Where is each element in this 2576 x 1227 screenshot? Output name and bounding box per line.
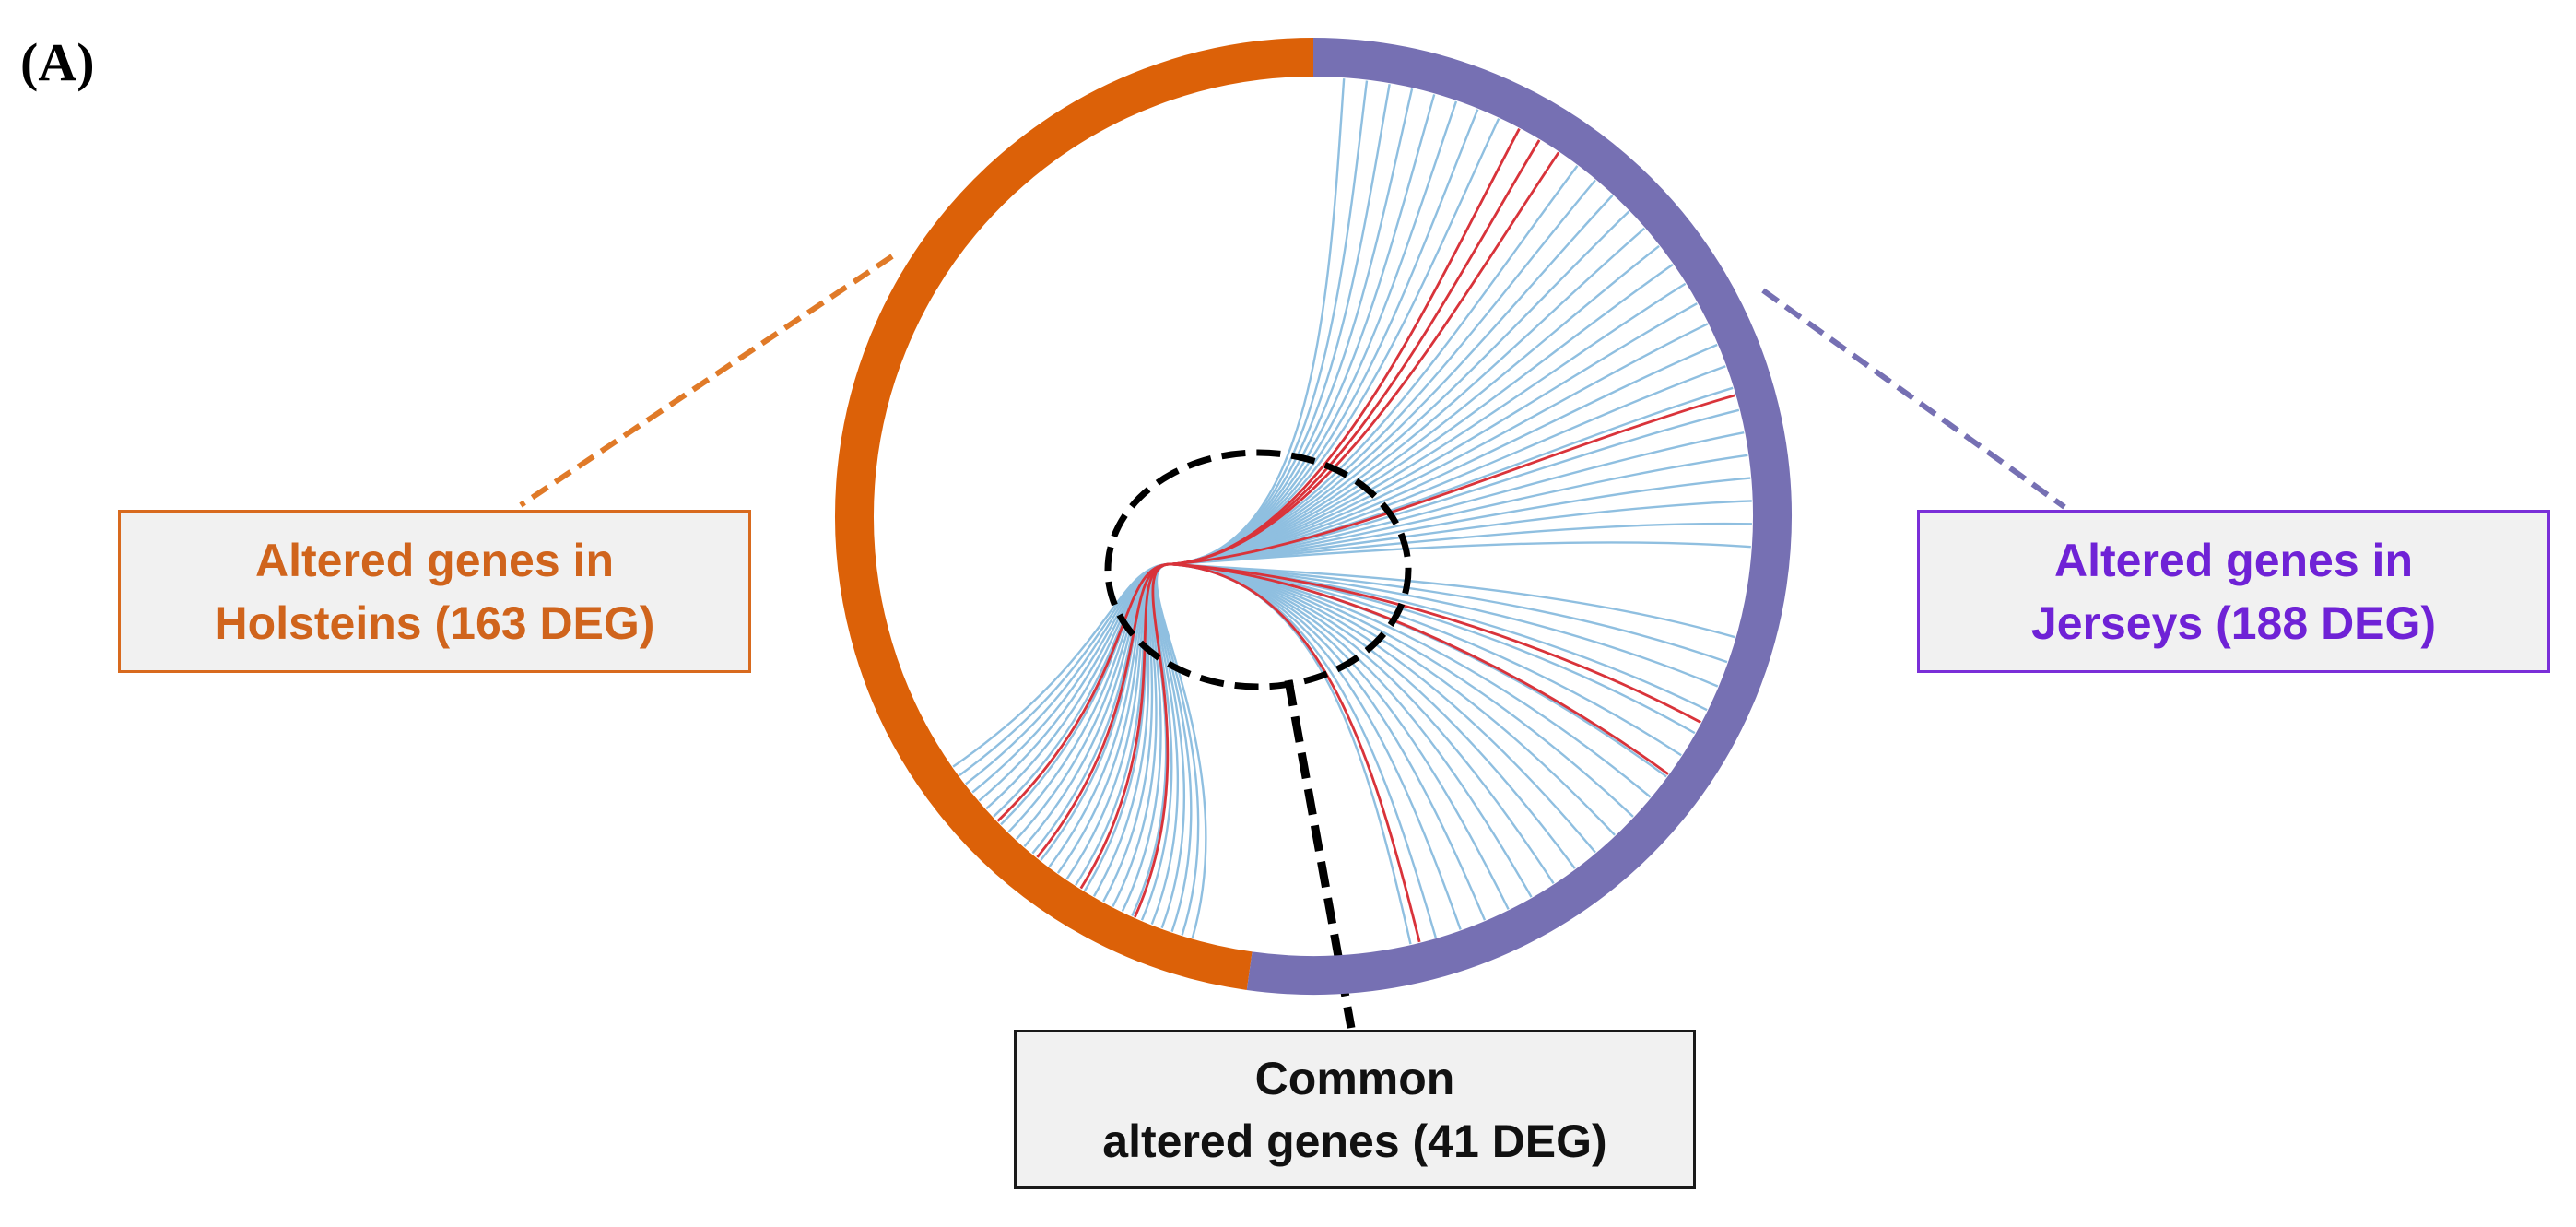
- common-label-line1: Common: [1254, 1052, 1455, 1104]
- unique-link-78: [952, 562, 1171, 768]
- unique-link-36: [1170, 562, 1682, 757]
- common-label-box: Common altered genes (41 DEG): [1014, 1030, 1696, 1189]
- unique-link-53: [1153, 562, 1185, 929]
- holstein-connector-line: [519, 254, 894, 508]
- panel-label: (A): [20, 32, 95, 92]
- jersey-label-line1: Altered genes in: [2054, 534, 2413, 586]
- holstein-label-line2: Holsteins (163 DEG): [214, 596, 655, 649]
- holstein-label-line1: Altered genes in: [255, 534, 614, 586]
- common-link-83: [1170, 562, 1701, 724]
- unique-link-1: [1170, 80, 1369, 566]
- link-lines: [952, 78, 1752, 945]
- holstein-arc: [835, 38, 1314, 990]
- common-link-89: [996, 562, 1171, 822]
- jersey-label-box: Altered genes in Jerseys (188 DEG): [1917, 510, 2550, 673]
- unique-link-40: [1170, 562, 1616, 836]
- jersey-arc: [1246, 38, 1793, 995]
- holstein-label-box: Altered genes in Holsteins (163 DEG): [118, 510, 751, 673]
- common-link-86: [1134, 562, 1171, 918]
- common-link-82: [1170, 394, 1735, 566]
- common-genes-ellipse: [1104, 449, 1412, 690]
- unique-link-30: [1170, 541, 1751, 566]
- common-link-85: [1170, 562, 1421, 943]
- unique-link-0: [1170, 78, 1346, 566]
- unique-link-17: [1170, 263, 1674, 566]
- jersey-label-line2: Jerseys (188 DEG): [2030, 596, 2437, 649]
- unique-link-15: [1170, 227, 1646, 566]
- common-link-81: [1170, 151, 1560, 566]
- common-connector-line: [1284, 679, 1356, 1029]
- common-link-84: [1170, 562, 1669, 775]
- common-link-88: [1036, 562, 1171, 858]
- jersey-connector-line: [1761, 288, 2066, 510]
- common-link-87: [1079, 562, 1171, 890]
- common-label-line2: altered genes (41 DEG): [1102, 1115, 1607, 1167]
